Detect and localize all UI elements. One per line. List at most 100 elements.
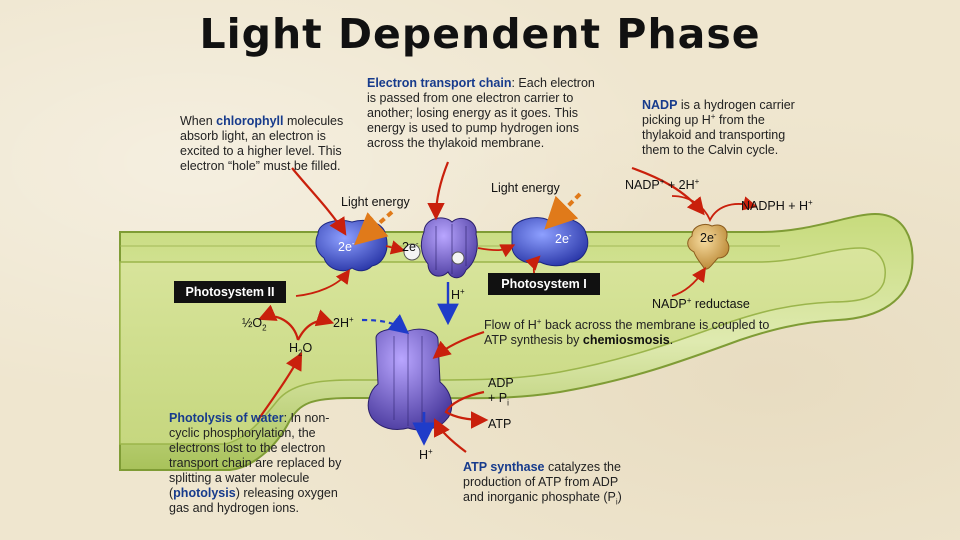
electron-carrier-2 — [451, 251, 465, 265]
atp-synthase-note: ATP synthase catalyzes the production of… — [463, 460, 639, 507]
photolysis-keyword-2: photolysis — [173, 486, 236, 500]
arrow-atp-synthase — [434, 418, 467, 453]
h2o-text-b: O — [302, 341, 313, 355]
chemiosmosis-sup: + — [536, 316, 542, 326]
light-energy-label-2: Light energy — [491, 181, 560, 195]
slide-title: Light Dependent Phase — [199, 10, 761, 58]
arrow-adp-atp — [444, 390, 489, 429]
atp-label: ATP — [488, 417, 512, 431]
etc-keyword: Electron transport chain — [367, 76, 512, 90]
nadp-reductase-protein — [687, 223, 730, 270]
arrow-light-energy-1 — [353, 210, 394, 246]
h-plus-1-sup: + — [460, 286, 465, 296]
two-h-plus-text: 2H — [333, 316, 349, 330]
h2o-text-a: H — [289, 341, 299, 355]
arrow-2h — [361, 314, 410, 335]
h2o-label: H2O — [289, 341, 313, 358]
adp-line1: ADP — [488, 376, 514, 390]
arrow-psii-label — [295, 269, 351, 297]
arrow-nadp-note — [631, 166, 705, 216]
arrow-electron-1 — [385, 240, 406, 255]
photolysis-post-a: : In non-cyclic phosphorylation, the ele… — [169, 411, 342, 500]
nadp-note-sup: + — [710, 111, 716, 121]
chemiosmosis-keyword: chemiosmosis — [582, 333, 670, 347]
nadp-reductase-text: NADP — [652, 297, 687, 311]
nadp-plus-sup: + — [659, 176, 665, 186]
adp-line2-sub: i — [507, 398, 509, 408]
electron-label-2: 2e- — [402, 238, 419, 254]
arrow-photolysis — [257, 352, 303, 421]
electron-label-4-sup: - — [713, 229, 717, 239]
arrow-etc — [427, 161, 450, 221]
nadph-label: NADPH + H+ — [741, 197, 813, 213]
h-plus-2-text: H — [419, 448, 429, 462]
cytochrome-complex — [420, 217, 478, 279]
chlorophyll-keyword: chlorophyll — [216, 114, 284, 128]
photolysis-keyword: Photolysis of water — [169, 411, 284, 425]
adp-line2: + Pi — [488, 391, 514, 408]
chemiosmosis-pre-a: Flow of H — [484, 318, 537, 332]
nadp-plus-tail: + 2H — [664, 178, 695, 192]
two-h-plus-label: 2H+ — [333, 314, 354, 330]
two-h-plus-sup: + — [348, 314, 354, 324]
arrow-electron-2 — [477, 244, 516, 258]
electron-label-2-sup: - — [415, 238, 419, 248]
nadp-note: NADP is a hydrogen carrier picking up H+… — [642, 98, 812, 158]
electron-label-4: 2e- — [700, 229, 717, 245]
photolysis-post-b: ) releasing oxygen gas and hydrogen ions… — [169, 486, 338, 515]
half-o2-sub: 2 — [262, 323, 267, 333]
chemiosmosis-note: Flow of H+ back across the membrane is c… — [484, 316, 774, 348]
arrow-chemiosmosis — [432, 330, 485, 359]
electron-label-1-text: 2e — [338, 240, 352, 254]
electron-label-3-text: 2e — [555, 232, 569, 246]
electron-label-1: 2e- — [338, 238, 355, 254]
h-plus-2-sup: + — [428, 446, 433, 456]
arrow-reductase-label — [671, 267, 706, 297]
chemiosmosis-post: . — [669, 333, 674, 347]
nadp-note-post-b: from the thylakoid and transporting them… — [642, 113, 786, 157]
h-plus-label-1: H+ — [451, 286, 465, 302]
electron-label-4-text: 2e — [700, 231, 714, 245]
photolysis-note: Photolysis of water: In non-cyclic phosp… — [169, 411, 345, 516]
arrow-light-energy-2 — [544, 192, 582, 230]
nadph-text: NADPH + H — [741, 199, 809, 213]
light-energy-label-1: Light energy — [341, 195, 410, 209]
etc-note-post: : Each electron is passed from one elect… — [367, 76, 595, 150]
nadp-plus-label: NADP+ + 2H+ — [625, 176, 700, 192]
photosystem-ii-label: Photosystem II — [174, 281, 286, 303]
nadp-plus-text: NADP — [625, 178, 660, 192]
h-plus-label-2: H+ — [419, 446, 433, 462]
atp-synthase-sub: i — [615, 497, 618, 507]
nadp-keyword: NADP — [642, 98, 678, 112]
nadp-note-post-a: is a hydrogen carrier picking up H — [642, 98, 795, 127]
arrow-water-split — [257, 304, 300, 341]
photosystem-i-protein — [511, 217, 589, 267]
arrow-water-to-2h — [297, 309, 335, 341]
electron-label-3-sup: - — [568, 230, 572, 240]
nadp-reductase-label: NADP+ reductase — [652, 295, 750, 311]
atp-synthase-post-b: ) — [617, 490, 622, 504]
chlorophyll-note: When chlorophyll molecules absorb light,… — [180, 114, 352, 174]
arrow-nadp — [671, 195, 758, 223]
atp-synthase-keyword: ATP synthase — [463, 460, 545, 474]
chlorophyll-note-pre: When — [180, 114, 217, 128]
nadp-plus-tail-sup: + — [694, 176, 700, 186]
nadp-reductase-tail: reductase — [691, 297, 750, 311]
arrow-chlorophyll — [291, 167, 347, 236]
chlorophyll-note-post: molecules absorb light, an electron is e… — [180, 114, 344, 173]
half-o2-text: ½O — [242, 316, 263, 330]
electron-label-2-text: 2e — [402, 240, 416, 254]
half-o2-label: ½O2 — [242, 316, 267, 333]
h2o-sub: 2 — [298, 348, 303, 358]
electron-label-1-sup: - — [351, 238, 355, 248]
nadph-sup: + — [808, 197, 813, 207]
electron-label-3: 2e- — [555, 230, 572, 246]
adp-label: ADP + Pi — [488, 376, 514, 408]
thylakoid-lumen — [119, 247, 886, 445]
h-plus-1-text: H — [451, 288, 461, 302]
chemiosmosis-pre-b: back across the membrane is coupled to A… — [484, 318, 770, 347]
nadp-reductase-sup: + — [686, 295, 692, 305]
adp-line2-text: + P — [488, 391, 508, 405]
